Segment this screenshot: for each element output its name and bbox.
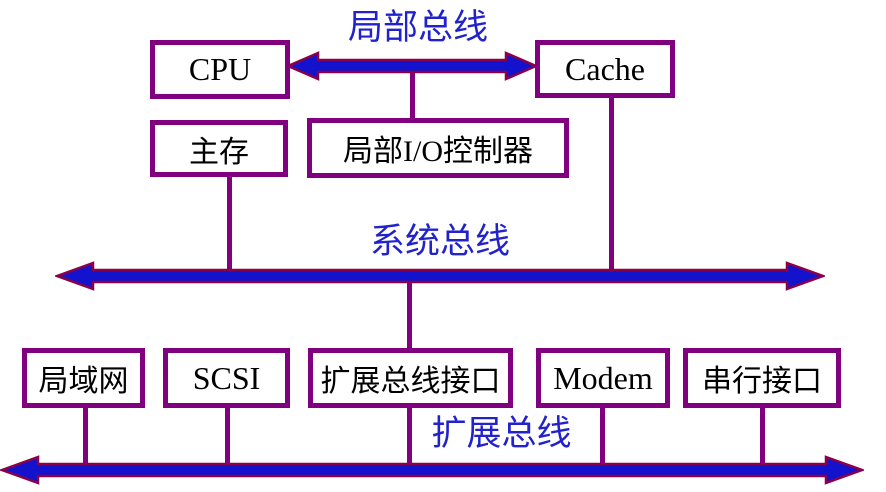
box-expansion-bus-interface: 扩展总线接口 — [308, 348, 513, 408]
box-lan: 局域网 — [22, 348, 145, 408]
connector-modem-expansionbus — [600, 406, 605, 472]
box-scsi: SCSI — [163, 348, 290, 408]
connector-mainmemory-systembus — [227, 174, 232, 276]
box-modem: Modem — [536, 348, 670, 408]
connector-serial-expansionbus — [760, 406, 765, 472]
box-cpu: CPU — [150, 40, 290, 99]
expansion-bus-arrow — [0, 455, 864, 485]
system-bus-label: 系统总线 — [369, 222, 510, 261]
box-serial-interface: 串行接口 — [683, 348, 841, 408]
local-bus-label: 局部总线 — [347, 8, 488, 47]
system-bus-arrow — [55, 261, 825, 291]
connector-cache-systembus — [609, 96, 614, 276]
expansion-bus-label: 扩展总线 — [431, 414, 572, 453]
connector-lan-expansionbus — [83, 406, 88, 472]
box-cache: Cache — [535, 40, 675, 98]
connector-localbus-iocontroller — [410, 70, 415, 120]
box-local-io-controller: 局部I/O控制器 — [307, 118, 569, 178]
connector-scsi-expansionbus — [225, 406, 230, 472]
local-bus-arrow — [286, 51, 538, 81]
box-main-memory: 主存 — [150, 120, 288, 177]
connector-expansioninterface-expansionbus — [407, 406, 412, 472]
connector-systembus-expansioninterface — [407, 278, 412, 350]
